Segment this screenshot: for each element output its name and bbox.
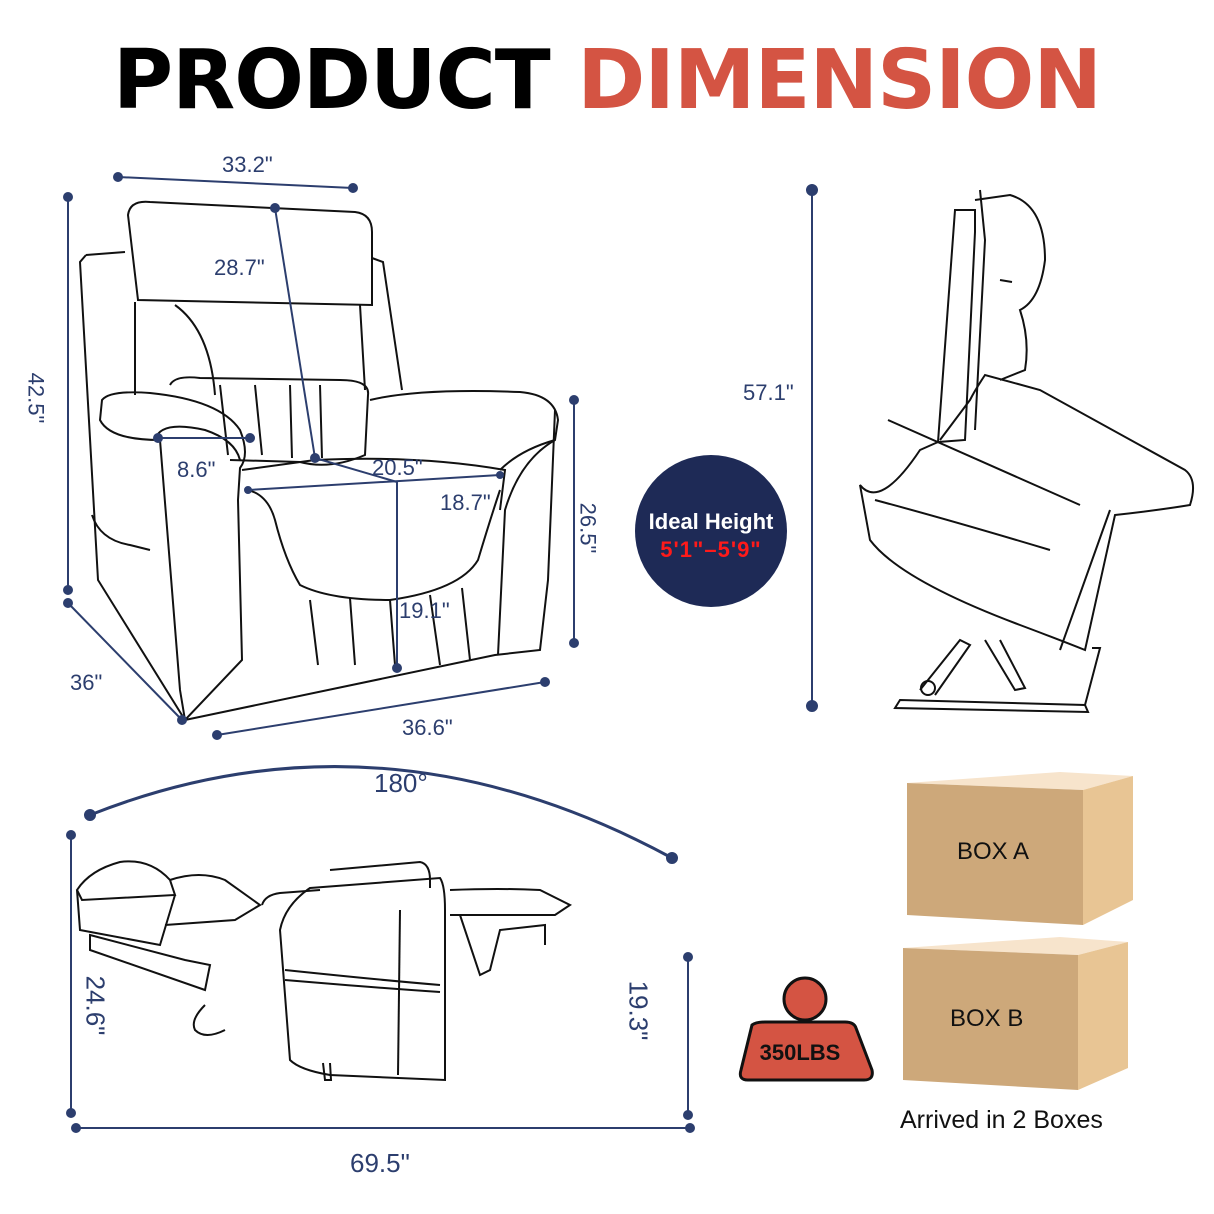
dim-depth: 36" [70, 670, 103, 695]
box-a-icon [907, 772, 1133, 925]
dim-overall-width: 33.2" [222, 152, 273, 177]
dim-seat-width: 20.5" [372, 455, 423, 480]
title-dimension: DIMENSION [577, 33, 1102, 128]
recline-chair-icon [75, 860, 572, 1082]
dim-backrest-height: 28.7" [214, 255, 265, 280]
dim-arm-height: 26.5" [575, 502, 601, 554]
ideal-height-range: 5'1"–5'9" [660, 537, 762, 562]
dim-right-height: 19.3" [623, 980, 654, 1041]
lift-chair-icon [859, 189, 1195, 714]
dim-arm-width: 8.6" [177, 457, 216, 482]
title-product: PRODUCT [112, 33, 551, 128]
front-chair-icon [78, 200, 560, 723]
dim-recline-angle: 180° [374, 768, 428, 798]
ideal-height-badge: Ideal Height 5'1"–5'9" [635, 455, 787, 607]
box-a-label: BOX A [957, 838, 1030, 865]
dim-overall-height: 42.5" [23, 372, 49, 424]
box-b-icon [903, 937, 1128, 1090]
box-b-label: BOX B [950, 1005, 1024, 1032]
dimension-lines [63, 172, 818, 1133]
page-title: PRODUCT DIMENSION [0, 40, 1214, 122]
weight-icon [738, 976, 874, 1082]
ideal-height-label: Ideal Height [648, 509, 774, 534]
dim-left-height: 24.6" [80, 975, 111, 1036]
dim-lift-height: 57.1" [743, 380, 794, 405]
dim-base-width: 36.6" [402, 715, 453, 740]
dim-seat-depth: 18.7" [440, 490, 491, 515]
dim-seat-height: 19.1" [399, 598, 450, 623]
weight-capacity-label: 350LBS [759, 1040, 841, 1065]
dim-full-length: 69.5" [350, 1148, 410, 1178]
boxes-caption: Arrived in 2 Boxes [900, 1106, 1103, 1134]
